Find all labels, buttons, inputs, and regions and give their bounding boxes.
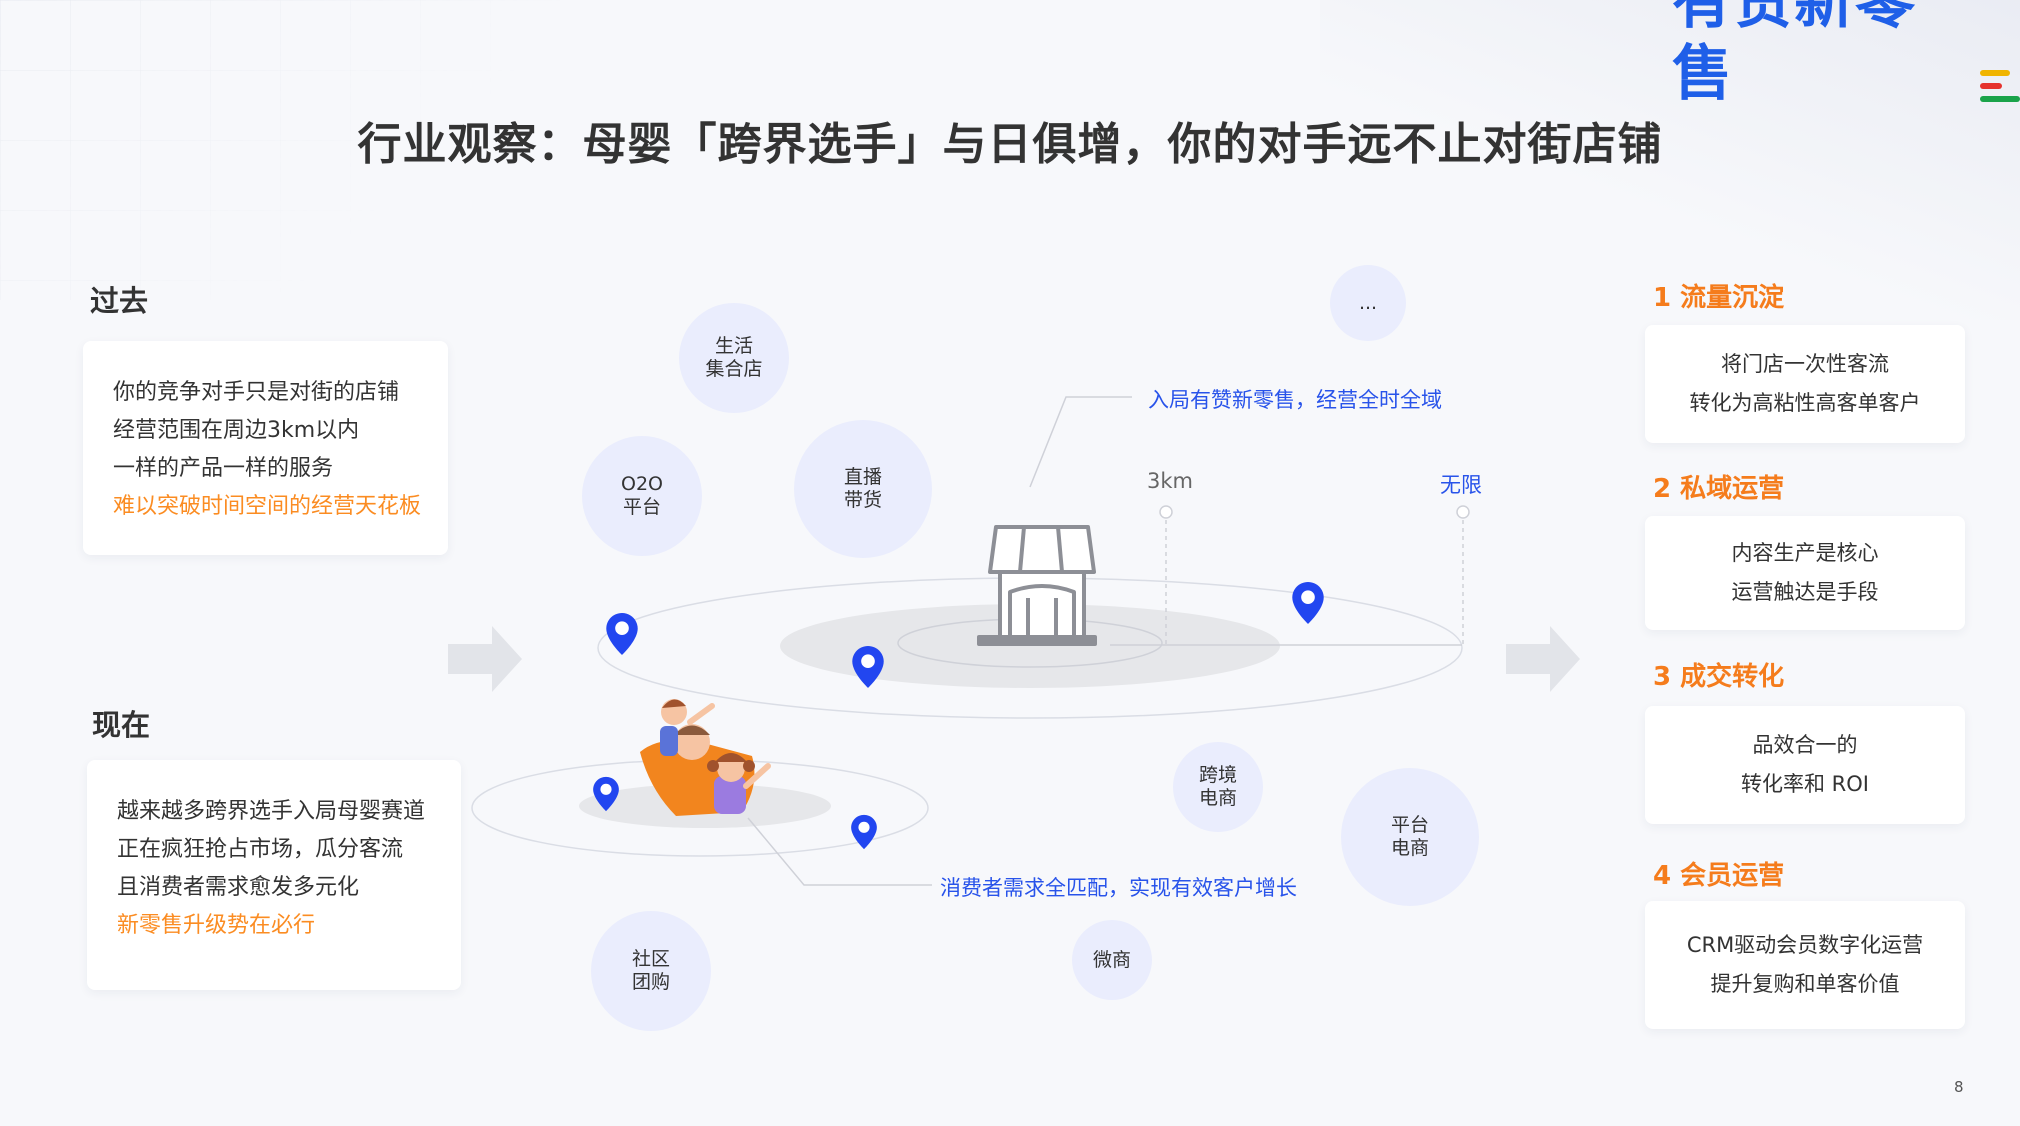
bubble-community-group: 社区 团购: [591, 911, 711, 1031]
step-2-card: 内容生产是核心 运营触达是手段: [1645, 516, 1965, 630]
step-1-line: 转化为高粘性高客单客户: [1689, 391, 1921, 415]
logo-bar-yellow: [1980, 70, 2010, 76]
background-shade: [1320, 0, 2020, 320]
top-callout: 入局有赞新零售，经营全时全域: [1148, 388, 1442, 412]
step-2-title: 2 私域运营: [1653, 474, 1785, 504]
bubble-live-stream: 直播 带货: [794, 420, 932, 558]
far-marker: [1456, 505, 1470, 519]
distance-far: 无限: [1440, 473, 1482, 497]
logo-bar-red: [1980, 83, 2002, 89]
now-line: 且消费者需求愈发多元化: [117, 875, 360, 900]
past-line: 一样的产品一样的服务: [113, 456, 334, 481]
past-line-highlight: 难以突破时间空间的经营天花板: [113, 494, 422, 519]
bubble-more: ...: [1330, 265, 1406, 341]
step-1-line: 将门店一次性客流: [1721, 352, 1889, 376]
family-illustration: [640, 699, 771, 816]
background-grid: [0, 0, 560, 300]
store-icon: [977, 525, 1097, 646]
logo-text: 有赞新零售: [1672, 0, 1916, 109]
now-label: 现在: [92, 708, 151, 742]
bubble-life-store: 生活 集合店: [679, 303, 789, 413]
distance-near: 3km: [1147, 469, 1193, 493]
step-2-line: 运营触达是手段: [1731, 580, 1879, 604]
step-3-card: 品效合一的 转化率和 ROI: [1645, 706, 1965, 824]
page-number: 8: [1954, 1078, 1964, 1096]
right-arrow-icon: [1506, 626, 1580, 692]
step-4-line: CRM驱动会员数字化运营: [1686, 933, 1924, 957]
now-line: 正在疯狂抢占市场，瓜分客流: [117, 837, 404, 862]
bubble-o2o: O2O 平台: [582, 436, 702, 556]
now-line: 越来越多跨界选手入局母婴赛道: [117, 799, 426, 824]
bottom-callout: 消费者需求全匹配，实现有效客户增长: [940, 876, 1297, 900]
left-arrow-icon: [448, 626, 522, 692]
step-4-title: 4 会员运营: [1653, 861, 1785, 891]
bubble-wechat-shop: 微商: [1072, 920, 1152, 1000]
logo-bar-green: [1980, 96, 2020, 102]
bottom-callout-line: [747, 817, 932, 886]
step-3-title: 3 成交转化: [1653, 662, 1785, 692]
step-1-title: 1 流量沉淀: [1653, 283, 1785, 313]
youzan-logo: 有赞新零售: [1672, 0, 2020, 110]
step-3-line: 转化率和 ROI: [1741, 772, 1869, 796]
step-3-line: 品效合一的: [1752, 733, 1858, 757]
now-line-highlight: 新零售升级势在必行: [117, 913, 316, 938]
top-callout-line: [1029, 396, 1132, 488]
logo-bars: [1980, 70, 2020, 102]
step-4-line: 提升复购和单客价值: [1710, 972, 1900, 996]
near-marker: [1159, 505, 1173, 519]
page-title: 行业观察：母婴「跨界选手」与日俱增，你的对手远不止对街店铺: [357, 119, 1663, 170]
location-pin-icon: [606, 613, 638, 655]
location-pin-icon: [1292, 582, 1324, 624]
location-pin-icon: [852, 646, 884, 688]
location-pin-icon: [851, 814, 877, 850]
past-line: 经营范围在周边3km以内: [113, 418, 360, 443]
now-card: 越来越多跨界选手入局母婴赛道 正在疯狂抢占市场，瓜分客流 且消费者需求愈发多元化…: [87, 760, 461, 990]
past-label: 过去: [90, 284, 149, 318]
step-1-card: 将门店一次性客流 转化为高粘性高客单客户: [1645, 325, 1965, 443]
bubble-platform-ecommerce: 平台 电商: [1341, 768, 1479, 906]
bubble-cross-border: 跨境 电商: [1173, 742, 1263, 832]
past-line: 你的竞争对手只是对街的店铺: [113, 380, 400, 405]
location-pin-icon: [593, 776, 619, 812]
past-card: 你的竞争对手只是对街的店铺 经营范围在周边3km以内 一样的产品一样的服务 难以…: [83, 341, 448, 555]
step-4-card: CRM驱动会员数字化运营 提升复购和单客价值: [1645, 901, 1965, 1029]
step-2-line: 内容生产是核心: [1731, 541, 1879, 565]
